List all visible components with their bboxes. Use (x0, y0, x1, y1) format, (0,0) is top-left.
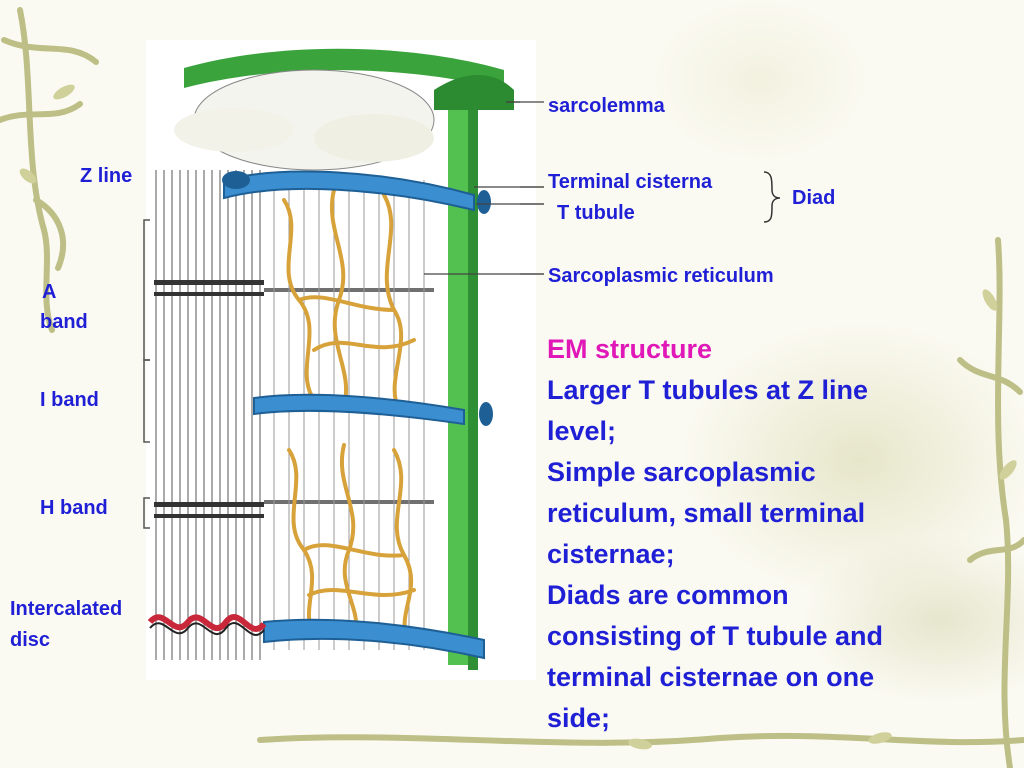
em-line-2: level; (547, 416, 617, 446)
em-line-3: Simple sarcoplasmic (547, 457, 816, 487)
label-i-band: I band (40, 389, 99, 411)
label-z-line: Z line (80, 165, 133, 187)
label-diad: Diad (792, 187, 836, 209)
em-line-6: Diads are common (547, 580, 789, 610)
em-line-9: side; (547, 703, 611, 733)
em-structure-text-block: EM structure Larger T tubules at Z line … (547, 329, 987, 739)
label-h-band: H band (40, 497, 108, 519)
label-a-band-line2: band (40, 311, 88, 333)
label-terminal-cisterna: Terminal cisterna (548, 170, 712, 194)
label-a-band-line1: A (42, 281, 57, 303)
label-t-tubule: T tubule (557, 202, 635, 224)
em-line-7: consisting of T tubule and (547, 621, 883, 651)
label-sarcolemma: sarcolemma (548, 95, 665, 117)
myofibril-striations (155, 170, 261, 660)
em-line-8: terminal cisternae on one (547, 662, 875, 692)
sarcolemma-membrane (184, 48, 514, 670)
diad-brace (763, 171, 781, 223)
cardiac-muscle-fiber-diagram (143, 40, 544, 680)
band-brackets (143, 219, 150, 529)
em-line-4: reticulum, small terminal (547, 498, 866, 528)
intercalated-disc (147, 614, 267, 636)
em-structure-title: EM structure (547, 334, 713, 364)
t-tubules (222, 170, 493, 660)
em-line-1: Larger T tubules at Z line (547, 375, 869, 405)
sarcoplasmic-reticulum-network (282, 188, 416, 642)
cross-section-top (174, 69, 435, 171)
label-terminal: Terminal (548, 171, 630, 193)
em-line-5: cisternae; (547, 539, 675, 569)
label-sarcoplasmic-reticulum: Sarcoplasmic reticulum (548, 265, 774, 287)
label-cisterna: cisterna (635, 171, 713, 193)
label-intercalated-line2: disc (10, 629, 51, 651)
label-intercalated-line1: Intercalated (10, 598, 123, 620)
